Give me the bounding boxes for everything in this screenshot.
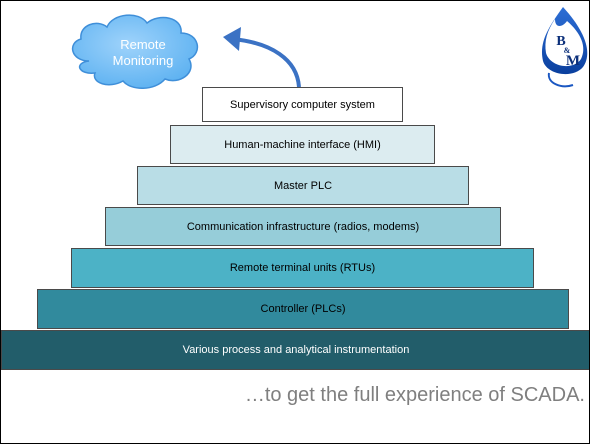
tier-label: Various process and analytical instrumen… (182, 344, 410, 356)
cloud-label-line2: Monitoring (112, 53, 174, 68)
tier-label: Human-machine interface (HMI) (224, 138, 381, 151)
logo-letter-b: B (556, 34, 565, 49)
tier-label: Master PLC (273, 179, 333, 192)
tier-supervisory-computer: Supervisory computer system (202, 87, 403, 122)
cloud-label-line1: Remote (120, 37, 166, 52)
cloud-icon (71, 14, 199, 89)
logo-ampersand: & (564, 46, 571, 55)
tier-communication-infrastructure: Communication infrastructure (radios, mo… (105, 207, 501, 246)
tier-rtus: Remote terminal units (RTUs) (71, 248, 534, 288)
tier-controller-plcs: Controller (PLCs) (37, 289, 569, 329)
company-logo: B & M (541, 7, 588, 88)
tier-label: Communication infrastructure (radios, mo… (186, 220, 420, 233)
curved-arrow-icon (223, 27, 301, 88)
tier-master-plc: Master PLC (137, 166, 469, 205)
tier-label: Remote terminal units (RTUs) (229, 262, 376, 274)
tier-label: Supervisory computer system (230, 98, 375, 111)
slide-caption: …to get the full experience of SCADA. (244, 384, 585, 406)
tier-hmi: Human-machine interface (HMI) (170, 125, 435, 164)
logo-letter-m: M (566, 53, 580, 69)
tier-label: Controller (PLCs) (260, 303, 346, 315)
cloud-label: Remote Monitoring (95, 37, 191, 69)
tier-instrumentation: Various process and analytical instrumen… (1, 330, 589, 370)
